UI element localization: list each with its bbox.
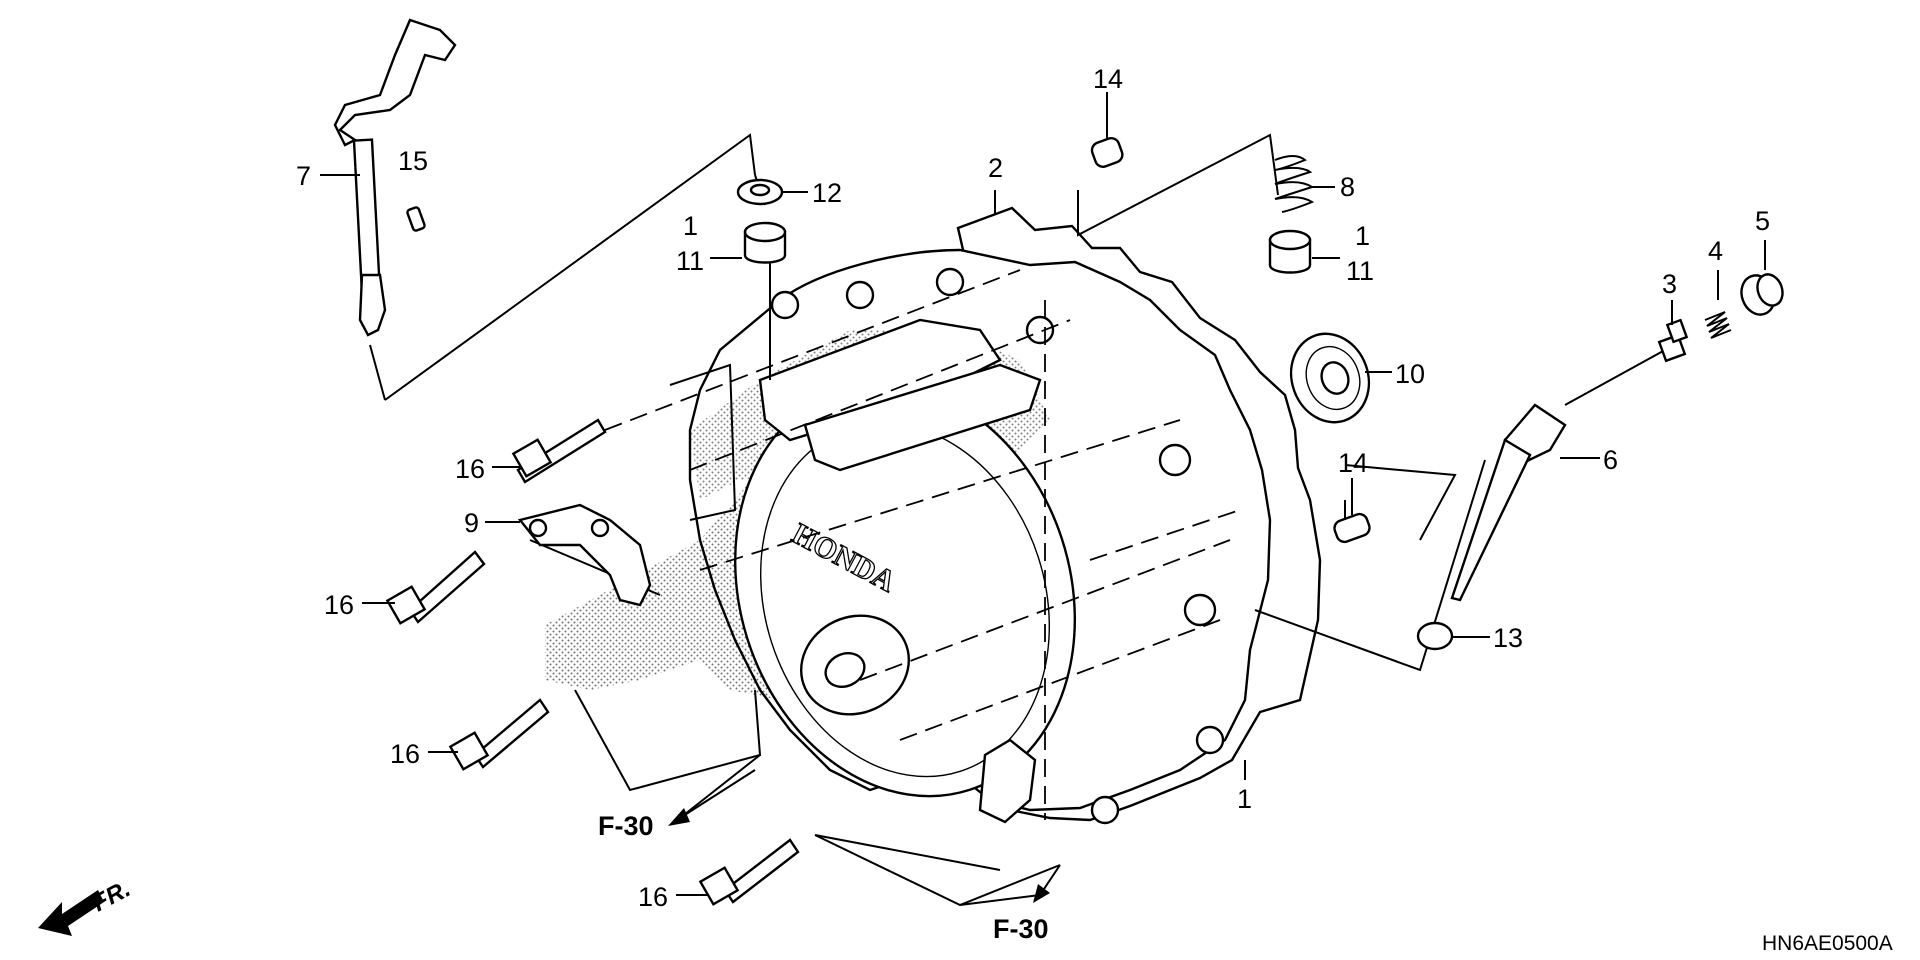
callout-15: 15 [398, 146, 428, 176]
boss-3 [935, 267, 965, 297]
boss-7 [1195, 725, 1225, 755]
cover-rib-middle [803, 363, 1042, 472]
callout-9: 9 [464, 508, 479, 538]
callout-11-left: 11 [676, 246, 704, 276]
callout-1-left: 1 [683, 211, 698, 241]
callout-16-a: 16 [455, 454, 485, 484]
callout-10: 10 [1395, 359, 1425, 389]
boss-1 [770, 290, 800, 320]
callout-3: 3 [1662, 269, 1677, 299]
part-12-washer [736, 178, 784, 206]
callout-14-top: 14 [1093, 64, 1123, 94]
callout-4: 4 [1708, 236, 1723, 266]
part-14-dowel-lower [1333, 512, 1371, 544]
part-15-pin [406, 206, 426, 232]
callout-2: 2 [988, 153, 1003, 183]
reference-label-left: F-30 [598, 811, 654, 841]
diagram-code: HN6AE0500A [1762, 932, 1893, 955]
boss-2 [845, 280, 875, 310]
reference-f30-right: F-30 [993, 864, 1061, 944]
boss-4 [1025, 315, 1055, 345]
part-8-spring [1274, 155, 1315, 213]
callout-5: 5 [1755, 206, 1770, 236]
part-5-plug [1740, 273, 1784, 316]
callout-12: 12 [812, 178, 842, 208]
part-16-bolt-4 [698, 838, 800, 906]
part-16-bolt-2 [385, 550, 486, 625]
callout-1-right: 1 [1355, 221, 1370, 251]
part-6-dipstick [1450, 403, 1567, 602]
part-7-rod [333, 18, 457, 337]
part-10-bearing [1289, 332, 1371, 424]
part-3-bolt [1657, 318, 1689, 363]
boss-8 [1090, 795, 1120, 825]
direction-indicator: FR. [38, 875, 135, 936]
part-11-dowel-left [743, 221, 787, 264]
callout-8: 8 [1340, 172, 1355, 202]
part-13-oring [1416, 621, 1454, 651]
callout-13: 13 [1493, 623, 1523, 653]
callout-16-d: 16 [638, 882, 668, 912]
part-16-bolt-1 [511, 418, 607, 484]
reference-f30-left: F-30 [598, 769, 756, 841]
crankcase-cover: HONDA [545, 206, 1322, 825]
direction-label: FR. [88, 875, 135, 917]
leader-lines [369, 133, 1666, 907]
callouts: 7 15 12 1 11 2 14 8 1 11 5 4 3 10 [296, 64, 1770, 912]
callout-16-b: 16 [324, 590, 354, 620]
part-16-bolt-3 [448, 698, 550, 771]
callout-14-lower: 14 [1338, 448, 1368, 478]
part-9-bracket [517, 503, 652, 607]
reference-label-right: F-30 [993, 914, 1049, 944]
part-4-spring [1704, 311, 1732, 339]
callout-1-lower: 1 [1237, 784, 1252, 814]
part-14-dowel-top [1090, 136, 1124, 168]
filler-boss-hole [824, 652, 866, 688]
boss-6 [1183, 593, 1217, 627]
boss-5 [1158, 443, 1192, 477]
part-11-dowel-right [1268, 229, 1312, 274]
callout-16-c: 16 [390, 739, 420, 769]
callout-7: 7 [296, 161, 311, 191]
front-arrow-icon [38, 890, 104, 936]
drain-boss [978, 738, 1037, 824]
callout-6: 6 [1603, 445, 1618, 475]
callout-11-right: 11 [1346, 256, 1374, 286]
assembly-lines [604, 269, 1241, 820]
